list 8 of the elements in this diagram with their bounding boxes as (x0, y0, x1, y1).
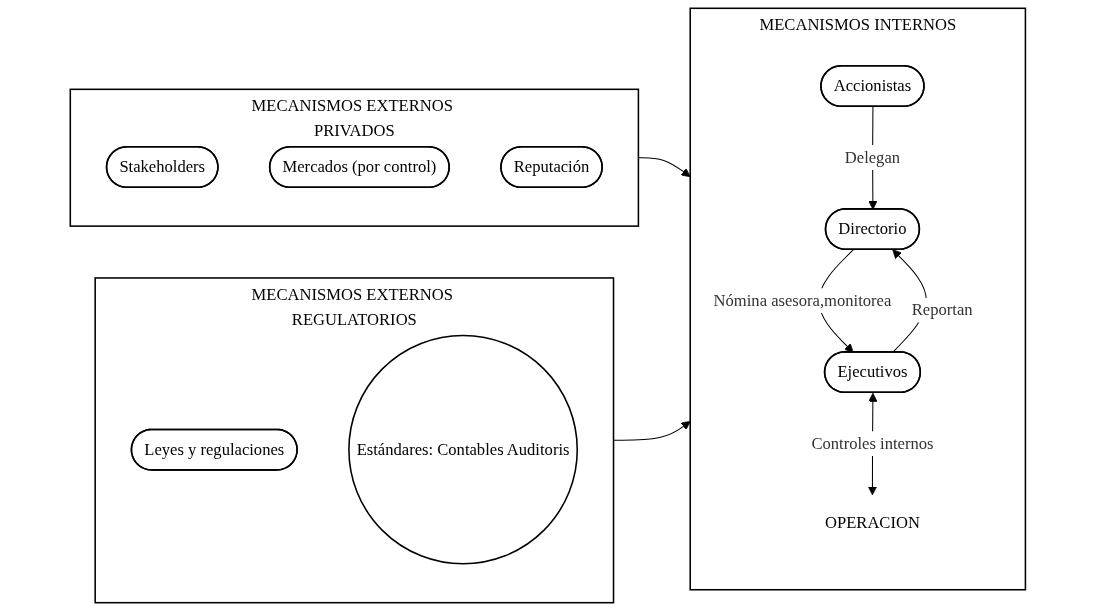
node-text: OPERACION (825, 513, 921, 532)
arrow (638, 157, 691, 178)
node-circle: Estándares: Contables Auditoris (348, 334, 579, 565)
edge-label: Delegan (844, 148, 901, 166)
edge-label: Controles internos (811, 434, 934, 452)
edge-label: Reportan (911, 300, 973, 319)
edge-label: Nómina asesora,monitorea (713, 291, 892, 309)
arrow (613, 421, 691, 441)
